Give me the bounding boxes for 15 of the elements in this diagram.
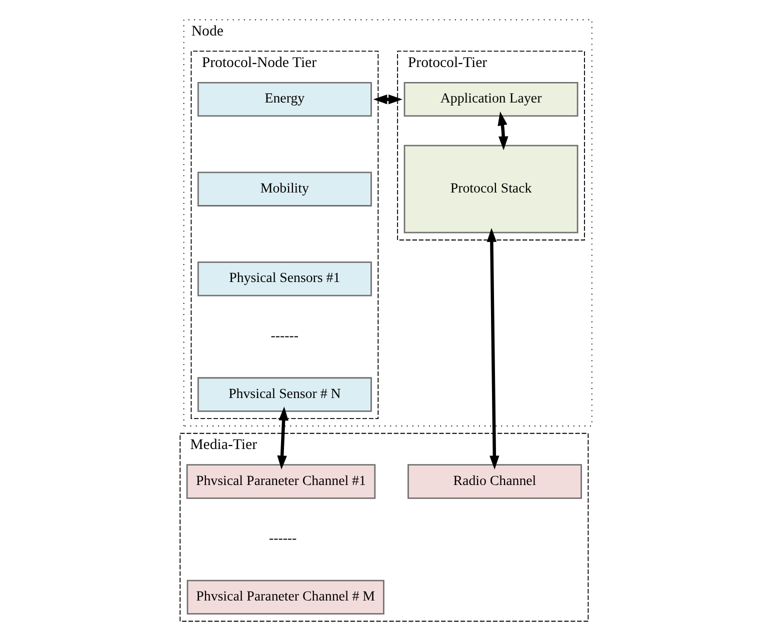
node-box: Phvsical Paraneter Channel #1	[186, 464, 376, 499]
node-box: Phvsical Paraneter Channel # M	[186, 580, 384, 615]
node-box: Radio Channel	[407, 464, 582, 499]
node-box: Application Layer	[403, 82, 578, 117]
node-box: Phvsical Sensor # N	[196, 377, 372, 412]
node-box: Protocol Stack	[403, 144, 578, 234]
arrow	[372, 94, 402, 104]
arrow	[276, 406, 288, 470]
node-box: Energy	[196, 82, 372, 117]
label: ------	[270, 328, 298, 344]
label: ------	[268, 532, 296, 547]
arrow	[486, 228, 499, 470]
node-box: Mobility	[196, 172, 372, 206]
node-box: Physical Sensors #1	[196, 262, 372, 296]
arrow	[497, 112, 508, 150]
